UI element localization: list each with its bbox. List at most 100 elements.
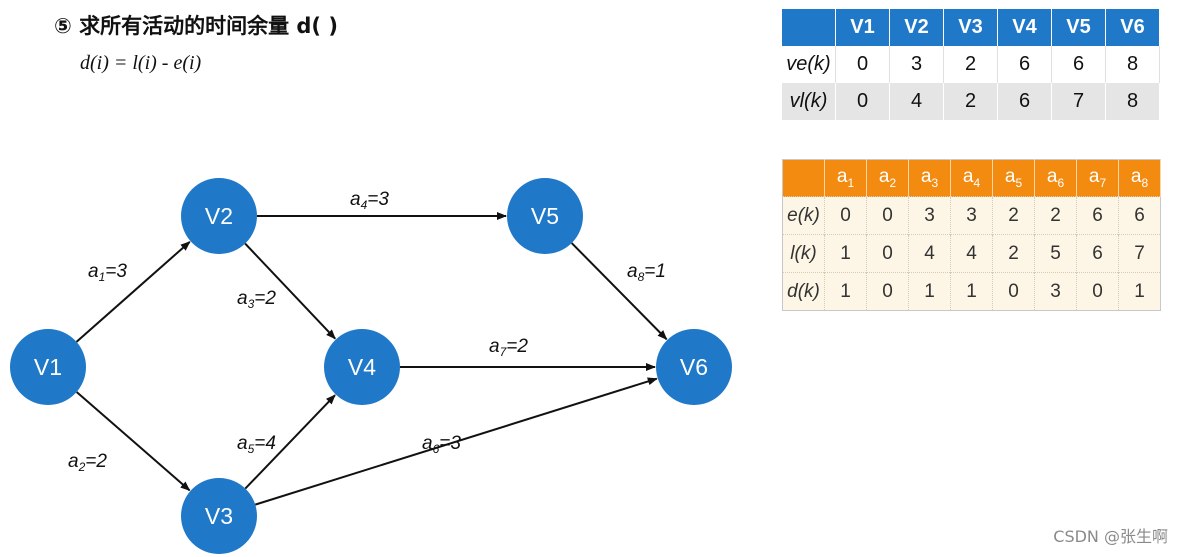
node-v1: V1 bbox=[10, 329, 86, 405]
node-circle bbox=[656, 329, 732, 405]
edge-a8 bbox=[570, 242, 668, 340]
node-label: V2 bbox=[205, 203, 233, 229]
activity-header-a7: a7 bbox=[1076, 159, 1119, 197]
node-v3: V3 bbox=[181, 478, 257, 554]
node-v4: V4 bbox=[324, 329, 400, 405]
node-label: V3 bbox=[205, 503, 233, 529]
node-label: V5 bbox=[531, 203, 559, 229]
activity-cell: 1 bbox=[950, 272, 993, 311]
activity-header-a3: a3 bbox=[908, 159, 951, 197]
activity-cell: 3 bbox=[950, 196, 993, 235]
vertex-row-label: ve(k) bbox=[782, 46, 836, 83]
activity-cell: 4 bbox=[950, 234, 993, 273]
activity-cell: 0 bbox=[992, 272, 1035, 311]
node-circle bbox=[10, 329, 86, 405]
node-circle bbox=[324, 329, 400, 405]
activity-table-corner bbox=[782, 159, 825, 197]
activity-header-a5: a5 bbox=[992, 159, 1035, 197]
node-v5: V5 bbox=[507, 178, 583, 254]
activity-cell: 1 bbox=[824, 234, 867, 273]
activity-cell: 7 bbox=[1118, 234, 1161, 273]
edge-a2 bbox=[75, 391, 191, 492]
activity-cell: 0 bbox=[866, 196, 909, 235]
node-label: V6 bbox=[680, 354, 708, 380]
edge-label-a5: a5=4 bbox=[237, 433, 276, 456]
activity-cell: 0 bbox=[1076, 272, 1119, 311]
vertex-table-corner bbox=[782, 9, 836, 46]
edge-label-a1: a1=3 bbox=[88, 261, 127, 284]
edge-a6 bbox=[254, 377, 658, 506]
vertex-cell: 4 bbox=[889, 83, 944, 120]
node-v6: V6 bbox=[656, 329, 732, 405]
activity-header-a6: a6 bbox=[1034, 159, 1077, 197]
edge-a5 bbox=[244, 394, 336, 490]
activity-cell: 2 bbox=[992, 234, 1035, 273]
edge-label-a3: a3=2 bbox=[237, 288, 276, 311]
activity-row-label: e(k) bbox=[782, 196, 825, 235]
vertex-row-label: vl(k) bbox=[782, 83, 836, 120]
activity-cell: 6 bbox=[1076, 196, 1119, 235]
activity-header-a1: a1 bbox=[824, 159, 867, 197]
node-circle bbox=[181, 178, 257, 254]
vertex-cell: 8 bbox=[1105, 46, 1160, 83]
page-heading: ⑤ 求所有活动的时间余量 d( ) bbox=[54, 14, 338, 38]
vertex-header-v3: V3 bbox=[943, 9, 998, 46]
vertex-cell: 0 bbox=[835, 83, 890, 120]
node-circle bbox=[181, 478, 257, 554]
vertex-header-v1: V1 bbox=[835, 9, 890, 46]
activity-cell: 0 bbox=[866, 234, 909, 273]
vertex-header-v6: V6 bbox=[1105, 9, 1160, 46]
activity-cell: 4 bbox=[908, 234, 951, 273]
vertex-header-v2: V2 bbox=[889, 9, 944, 46]
watermark: CSDN @张生啊 bbox=[1053, 527, 1168, 546]
edge-label-a2: a2=2 bbox=[68, 451, 107, 474]
activity-cell: 6 bbox=[1118, 196, 1161, 235]
node-label: V4 bbox=[348, 354, 376, 380]
activity-cell: 3 bbox=[1034, 272, 1077, 311]
activity-row-label: d(k) bbox=[782, 272, 825, 311]
activity-cell: 3 bbox=[908, 196, 951, 235]
activity-cell: 2 bbox=[1034, 196, 1077, 235]
node-circle bbox=[507, 178, 583, 254]
vertex-header-v4: V4 bbox=[997, 9, 1052, 46]
activity-header-a8: a8 bbox=[1118, 159, 1161, 197]
vertex-cell: 7 bbox=[1051, 83, 1106, 120]
activity-header-a4: a4 bbox=[950, 159, 993, 197]
edge-a1 bbox=[75, 241, 191, 343]
activity-header-a2: a2 bbox=[866, 159, 909, 197]
edge-label-a8: a8=1 bbox=[627, 261, 666, 284]
vertex-cell: 3 bbox=[889, 46, 944, 83]
activity-cell: 0 bbox=[866, 272, 909, 311]
vertex-cell: 6 bbox=[997, 46, 1052, 83]
edge-label-a6: a6=3 bbox=[422, 433, 461, 456]
activity-cell: 2 bbox=[992, 196, 1035, 235]
vertex-cell: 0 bbox=[835, 46, 890, 83]
edge-label-a7: a7=2 bbox=[489, 336, 528, 359]
vertex-cell: 2 bbox=[943, 46, 998, 83]
activity-cell: 1 bbox=[908, 272, 951, 311]
activity-cell: 6 bbox=[1076, 234, 1119, 273]
node-label: V1 bbox=[34, 354, 62, 380]
vertex-cell: 8 bbox=[1105, 83, 1160, 120]
vertex-cell: 6 bbox=[997, 83, 1052, 120]
edge-label-a4: a4=3 bbox=[350, 189, 389, 212]
edge-a3 bbox=[244, 242, 336, 340]
slack-formula: d(i) = l(i) - e(i) bbox=[80, 52, 202, 74]
node-v2: V2 bbox=[181, 178, 257, 254]
activity-cell: 1 bbox=[824, 272, 867, 311]
vertex-cell: 2 bbox=[943, 83, 998, 120]
vertex-header-v5: V5 bbox=[1051, 9, 1106, 46]
activity-cell: 0 bbox=[824, 196, 867, 235]
activity-cell: 1 bbox=[1118, 272, 1161, 311]
vertex-cell: 6 bbox=[1051, 46, 1106, 83]
activity-row-label: l(k) bbox=[782, 234, 825, 273]
activity-cell: 5 bbox=[1034, 234, 1077, 273]
